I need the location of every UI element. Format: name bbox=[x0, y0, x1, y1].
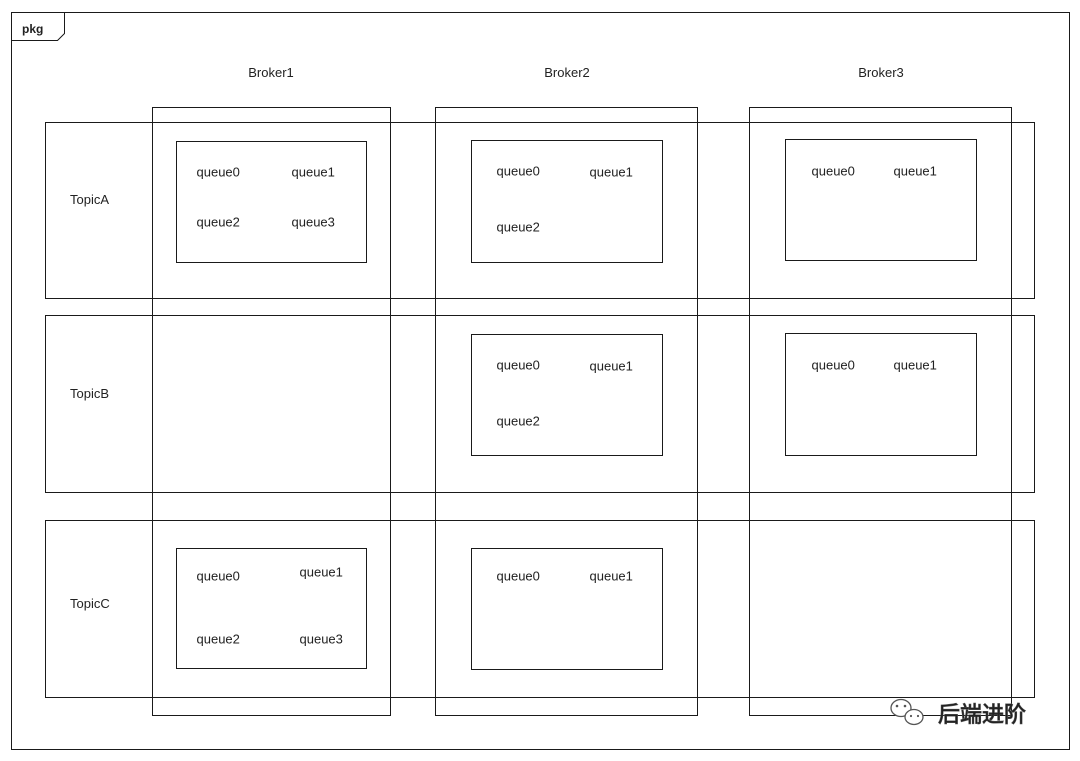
queue-label: queue0 bbox=[197, 165, 240, 180]
queue-label: queue1 bbox=[590, 569, 633, 584]
topic-topica-label: TopicA bbox=[70, 192, 109, 207]
package-label: pkg bbox=[22, 22, 43, 36]
package-tab bbox=[11, 12, 65, 41]
queue-label: queue0 bbox=[497, 569, 540, 584]
broker-2-label: Broker2 bbox=[544, 65, 590, 80]
queue-label: queue0 bbox=[497, 164, 540, 179]
queue-label: queue1 bbox=[894, 164, 937, 179]
queue-label: queue1 bbox=[590, 359, 633, 374]
topic-topica-box bbox=[45, 122, 1035, 299]
queue-group-topica-broker1-box bbox=[176, 141, 367, 263]
watermark: 后端进阶 bbox=[890, 698, 1027, 728]
queue-label: queue2 bbox=[197, 632, 240, 647]
queue-label: queue2 bbox=[497, 220, 540, 235]
queue-label: queue0 bbox=[497, 358, 540, 373]
queue-group-topica-broker1: queue0 queue1 queue2 queue3 bbox=[176, 141, 367, 263]
queue-label: queue0 bbox=[197, 569, 240, 584]
broker-1-label: Broker1 bbox=[248, 65, 294, 80]
queue-group-topicc-broker1-box bbox=[176, 548, 367, 669]
topic-topicb-box bbox=[45, 315, 1035, 493]
queue-label: queue0 bbox=[812, 358, 855, 373]
queue-label: queue1 bbox=[292, 165, 335, 180]
queue-label: queue1 bbox=[300, 565, 343, 580]
broker-3-box bbox=[749, 107, 1012, 716]
queue-group-topica-broker3: queue0 queue1 bbox=[785, 139, 977, 261]
queue-group-topica-broker3-box bbox=[785, 139, 977, 261]
queue-group-topicc-broker2-box bbox=[471, 548, 663, 670]
queue-group-topicb-broker2-box bbox=[471, 334, 663, 456]
queue-group-topicc-broker2: queue0 queue1 bbox=[471, 548, 663, 670]
queue-group-topica-broker2-box bbox=[471, 140, 663, 263]
queue-group-topicb-broker3-box bbox=[785, 333, 977, 456]
queue-label: queue0 bbox=[812, 164, 855, 179]
queue-group-topicc-broker1: queue0 queue1 queue2 queue3 bbox=[176, 548, 367, 669]
topic-topicb-label: TopicB bbox=[70, 386, 109, 401]
queue-group-topica-broker2: queue0 queue1 queue2 bbox=[471, 140, 663, 263]
wechat-icon bbox=[890, 698, 924, 726]
package-frame bbox=[11, 12, 1070, 750]
queue-label: queue2 bbox=[497, 414, 540, 429]
queue-label: queue1 bbox=[590, 165, 633, 180]
broker-2-box bbox=[435, 107, 698, 716]
queue-label: queue1 bbox=[894, 358, 937, 373]
broker-3-label: Broker3 bbox=[858, 65, 904, 80]
queue-label: queue2 bbox=[197, 215, 240, 230]
queue-label: queue3 bbox=[292, 215, 335, 230]
queue-group-topicb-broker3: queue0 queue1 bbox=[785, 333, 977, 456]
broker-1-box bbox=[152, 107, 391, 716]
queue-label: queue3 bbox=[300, 632, 343, 647]
watermark-text: 后端进阶 bbox=[938, 702, 1026, 727]
topic-topicc-label: TopicC bbox=[70, 596, 110, 611]
queue-group-topicb-broker2: queue0 queue1 queue2 bbox=[471, 334, 663, 456]
topic-topicc-box bbox=[45, 520, 1035, 698]
